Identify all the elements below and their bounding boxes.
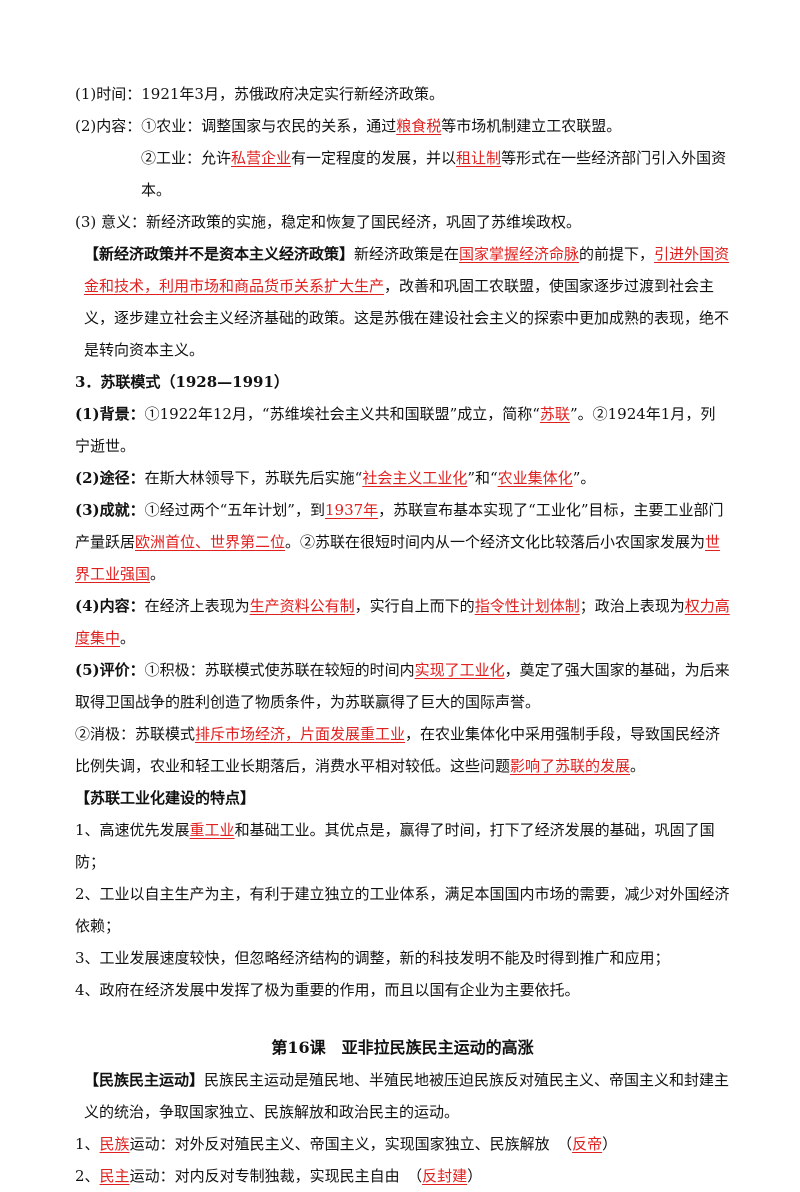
text-run: 有一定程度的发展，并以 xyxy=(291,149,457,167)
feature-item: 2、工业以自主生产为主，有利于建立独立的工业体系，满足本国国内市场的需要，减少对… xyxy=(75,878,730,942)
text-run: 在斯大林领导下，苏联先后实施“ xyxy=(144,469,363,487)
key-term: 民主 xyxy=(99,1167,130,1185)
key-term: 农业集体化 xyxy=(497,469,573,487)
key-term: 实现了工业化 xyxy=(414,661,505,679)
document-page: (1)时间：1921年3月，苏俄政府决定实行新经济政策。 (2)内容：①农业：调… xyxy=(75,78,730,1192)
soviet-evaluation-negative: ②消极：苏联模式排斥市场经济，片面发展重工业，在农业集体化中采用强制手段，导致国… xyxy=(75,718,730,782)
key-term: 社会主义工业化 xyxy=(362,469,468,487)
text-run: ②消极：苏联模式 xyxy=(75,725,196,743)
item-label: (3)成就： xyxy=(75,501,145,519)
key-term: 排斥市场经济，片面发展重工业 xyxy=(195,725,406,743)
text-run: 在经济上表现为 xyxy=(144,597,250,615)
text-run: 。 xyxy=(630,757,646,775)
key-term: 反帝 xyxy=(572,1135,603,1153)
item-label: (5)评价： xyxy=(75,661,145,679)
soviet-model-heading: 3．苏联模式（1928—1991） xyxy=(75,373,289,391)
soviet-background: (1)背景：①1922年12月，“苏维埃社会主义共和国联盟”成立，简称“苏联”。… xyxy=(75,398,730,462)
text-run: ） xyxy=(467,1167,483,1185)
feature-item: 3、工业发展速度较快，但忽略经济结构的调整，新的科技发明不能及时得到推广和应用； xyxy=(75,942,730,974)
text-run: 。②苏联在很短时间内从一个经济文化比较落后小农国家发展为 xyxy=(285,533,706,551)
soviet-path: (2)途径：在斯大林领导下，苏联先后实施“社会主义工业化”和“农业集体化”。 xyxy=(75,462,730,494)
text-run: ”。②1924年1月，列宁逝世。 xyxy=(75,405,716,455)
key-term: 租让制 xyxy=(456,149,502,167)
text-run: ①积极：苏联模式使苏联在较短的时间内 xyxy=(144,661,415,679)
key-term: 反封建 xyxy=(422,1167,468,1185)
text-run: ；政治上表现为 xyxy=(579,597,685,615)
item-label: (4)内容： xyxy=(75,597,145,615)
nep-time: (1)时间：1921年3月，苏俄政府决定实行新经济政策。 xyxy=(75,78,730,110)
nep-content-agriculture: (2)内容：①农业：调整国家与农民的关系，通过粮食税等市场机制建立工农联盟。 xyxy=(75,110,730,142)
text-run: 民族民主运动是殖民地、半殖民地被压迫民族反对殖民主义、帝国主义和封建主义的统治，… xyxy=(84,1071,730,1121)
key-term: 引进外国资金和技术，利用市场和商品货币关系扩大生产 xyxy=(84,245,730,295)
text-run: ①1922年12月，“苏维埃社会主义共和国联盟”成立，简称“ xyxy=(144,405,540,423)
text-run: ②工业：允许 xyxy=(141,149,232,167)
key-term: 重工业 xyxy=(189,821,235,839)
text-run: ，苏联宣布基本实现了“工业化”目标，主要工业部门产量跃居 xyxy=(75,501,724,551)
text-run: 新经济政策是在 xyxy=(354,245,460,263)
key-term: 影响了苏联的发展 xyxy=(510,757,631,775)
text-run: 。 xyxy=(120,629,136,647)
text-run: ，在农业集体化中采用强制手段，导致国民经济比例失调，农业和轻工业长期落后，消费水… xyxy=(75,725,721,775)
nep-meaning: (3) 意义：新经济政策的实施，稳定和恢复了国民经济，巩固了苏维埃政权。 xyxy=(75,206,730,238)
note-heading: 【新经济政策并不是资本主义经济政策】 xyxy=(84,245,355,263)
text-run: ①经过两个“五年计划”，到 xyxy=(144,501,325,519)
text-run: 运动：对外反对殖民主义、帝国主义，实现国家独立、民族解放 （ xyxy=(129,1135,573,1153)
key-term: 国家掌握经济命脉 xyxy=(459,245,580,263)
text-run: 2、工业以自主生产为主，有利于建立独立的工业体系，满足本国国内市场的需要，减少对… xyxy=(75,885,730,935)
text-run: 1、高速优先发展 xyxy=(75,821,190,839)
nep-note: 【新经济政策并不是资本主义经济政策】新经济政策是在国家掌握经济命脉的前提下，引进… xyxy=(75,238,730,366)
movement-item: 2、民主运动：对内反对专制独裁，实现民主自由 （反封建） xyxy=(75,1160,730,1192)
soviet-evaluation: (5)评价：①积极：苏联模式使苏联在较短的时间内实现了工业化，奠定了强大国家的基… xyxy=(75,654,730,718)
text-run: 等市场机制建立工农联盟。 xyxy=(441,117,622,135)
text-run: ，改善和巩固工农联盟，使国家逐步过渡到社会主义，逐步建立社会主义经济基础的政策。… xyxy=(84,277,730,359)
item-label: (1)背景： xyxy=(75,405,145,423)
key-term: 私营企业 xyxy=(231,149,292,167)
text-run: 。 xyxy=(150,565,166,583)
key-term: 欧洲首位、世界第二位 xyxy=(135,533,286,551)
lesson-title: 第16课 亚非拉民族民主运动的高涨 xyxy=(271,1038,534,1057)
item-label: (2)途径： xyxy=(75,469,145,487)
text-run: 等形式在一些经济部门引入外国资本。 xyxy=(141,149,727,199)
feature-item: 1、高速优先发展重工业和基础工业。其优点是，赢得了时间，打下了经济发展的基础，巩… xyxy=(75,814,730,878)
key-term: 指令性计划体制 xyxy=(474,597,580,615)
text-run: ”和“ xyxy=(467,469,498,487)
key-term: 权力高度集中 xyxy=(75,597,730,647)
text-run: 2、 xyxy=(75,1167,100,1185)
soviet-achievements: (3)成就：①经过两个“五年计划”，到1937年，苏联宣布基本实现了“工业化”目… xyxy=(75,494,730,590)
key-term: 1937年 xyxy=(324,501,379,519)
text-run: ，实行自上而下的 xyxy=(354,597,475,615)
key-term: 苏联 xyxy=(539,405,570,423)
note-heading: 【民族民主运动】 xyxy=(84,1071,205,1089)
nep-content-industry: ②工业：允许私营企业有一定程度的发展，并以租让制等形式在一些经济部门引入外国资本… xyxy=(75,142,730,206)
key-term: 世界工业强国 xyxy=(75,533,721,583)
text-run: 3、工业发展速度较快，但忽略经济结构的调整，新的科技发明不能及时得到推广和应用； xyxy=(75,949,670,967)
text-run: ”。 xyxy=(572,469,596,487)
text-run: (3) 意义：新经济政策的实施，稳定和恢复了国民经济，巩固了苏维埃政权。 xyxy=(75,213,582,231)
movement-item: 1、民族运动：对外反对殖民主义、帝国主义，实现国家独立、民族解放 （反帝） xyxy=(75,1128,730,1160)
text-run: (1)时间：1921年3月，苏俄政府决定实行新经济政策。 xyxy=(75,85,444,103)
text-run: 运动：对内反对专制独裁，实现民主自由 （ xyxy=(129,1167,423,1185)
key-term: 粮食税 xyxy=(396,117,442,135)
text-run: ，奠定了强大国家的基础，为后来取得卫国战争的胜利创造了物质条件，为苏联赢得了巨大… xyxy=(75,661,730,711)
key-term: 生产资料公有制 xyxy=(249,597,355,615)
key-term: 民族 xyxy=(99,1135,130,1153)
section-gap xyxy=(75,1006,730,1032)
text-run: ） xyxy=(602,1135,618,1153)
text-run: 和基础工业。其优点是，赢得了时间，打下了经济发展的基础，巩固了国防； xyxy=(75,821,715,871)
soviet-content: (4)内容：在经济上表现为生产资料公有制，实行自上而下的指令性计划体制；政治上表… xyxy=(75,590,730,654)
national-democratic-movement-definition: 【民族民主运动】民族民主运动是殖民地、半殖民地被压迫民族反对殖民主义、帝国主义和… xyxy=(75,1064,730,1128)
text-run: 1、 xyxy=(75,1135,100,1153)
text-run: 的前提下， xyxy=(579,245,655,263)
text-run: (2)内容：①农业：调整国家与农民的关系，通过 xyxy=(75,117,397,135)
text-run: 4、政府在经济发展中发挥了极为重要的作用，而且以国有企业为主要依托。 xyxy=(75,981,580,999)
industrialization-features-heading: 【苏联工业化建设的特点】 xyxy=(75,789,256,807)
feature-item: 4、政府在经济发展中发挥了极为重要的作用，而且以国有企业为主要依托。 xyxy=(75,974,730,1006)
